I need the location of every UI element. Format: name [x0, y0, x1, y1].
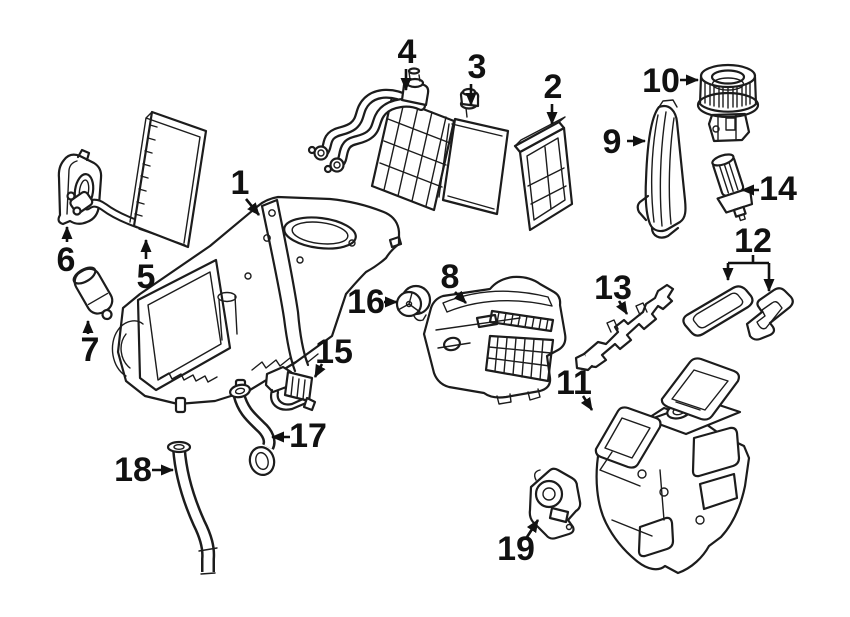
part-15-connector-drawing — [264, 365, 317, 412]
callout-13-label: 13 — [594, 269, 632, 307]
callout-5-label: 5 — [137, 258, 156, 296]
callout-1-label: 1 — [231, 164, 250, 202]
callout-13: 13 — [594, 269, 632, 315]
part-10-blower-motor-drawing — [696, 63, 760, 143]
callout-19: 19 — [497, 519, 540, 568]
part-8-duct-housing-drawing — [422, 275, 567, 405]
callout-6: 6 — [57, 226, 76, 279]
part-12-seals-drawing — [682, 285, 794, 341]
part-5-evaporator-drawing — [66, 110, 208, 249]
callout-8: 8 — [441, 258, 467, 304]
callout-16-label: 16 — [347, 283, 385, 321]
part-13-bracket-rail-drawing — [574, 283, 675, 372]
callout-3-label: 3 — [468, 48, 487, 86]
callout-1: 1 — [231, 164, 261, 216]
part-17-pipe-drawing — [229, 383, 276, 476]
callout-15-label: 15 — [315, 333, 353, 371]
callout-19-label: 19 — [497, 530, 535, 568]
callout-12-label: 12 — [734, 222, 772, 260]
callout-18-label: 18 — [114, 451, 152, 489]
part-4-heater-core-drawing — [307, 67, 456, 212]
callout-4-label: 4 — [398, 33, 417, 71]
callout-14-label: 14 — [759, 170, 797, 208]
part-14-resistor-drawing — [711, 153, 754, 222]
part-16-grommet-drawing — [395, 284, 432, 322]
callout-5: 5 — [137, 239, 156, 296]
part-7-valve-drawing — [72, 266, 114, 321]
callout-7-label: 7 — [81, 331, 100, 369]
callout-18: 18 — [114, 451, 174, 489]
callout-2: 2 — [544, 68, 563, 125]
part-19-actuator-drawing — [528, 467, 582, 540]
callout-15: 15 — [313, 333, 353, 378]
callout-14: 14 — [741, 170, 797, 208]
callout-11-label: 11 — [556, 364, 592, 402]
part-9-duct-pillar-drawing — [636, 99, 687, 239]
part-11-lower-case-drawing — [594, 357, 751, 575]
callout-12: 12 — [722, 222, 775, 292]
callout-10: 10 — [642, 62, 699, 100]
callout-9: 9 — [603, 123, 646, 161]
callout-9-label: 9 — [603, 123, 622, 161]
callout-6-label: 6 — [57, 241, 76, 279]
part-2-case-frame-drawing — [513, 116, 574, 232]
callout-3: 3 — [465, 48, 487, 106]
callout-7: 7 — [81, 320, 100, 369]
callout-11: 11 — [556, 364, 594, 411]
callout-16: 16 — [347, 283, 398, 321]
part-3-core-drawing — [438, 87, 510, 216]
callout-2-label: 2 — [544, 68, 563, 106]
callout-17: 17 — [271, 417, 327, 455]
part-18-drain-hose-drawing — [166, 440, 218, 575]
callout-17-label: 17 — [289, 417, 327, 455]
callout-8-label: 8 — [441, 258, 460, 296]
part-1-upper-case-drawing — [111, 195, 403, 414]
callout-10-label: 10 — [642, 62, 680, 100]
callout-4: 4 — [398, 33, 417, 91]
